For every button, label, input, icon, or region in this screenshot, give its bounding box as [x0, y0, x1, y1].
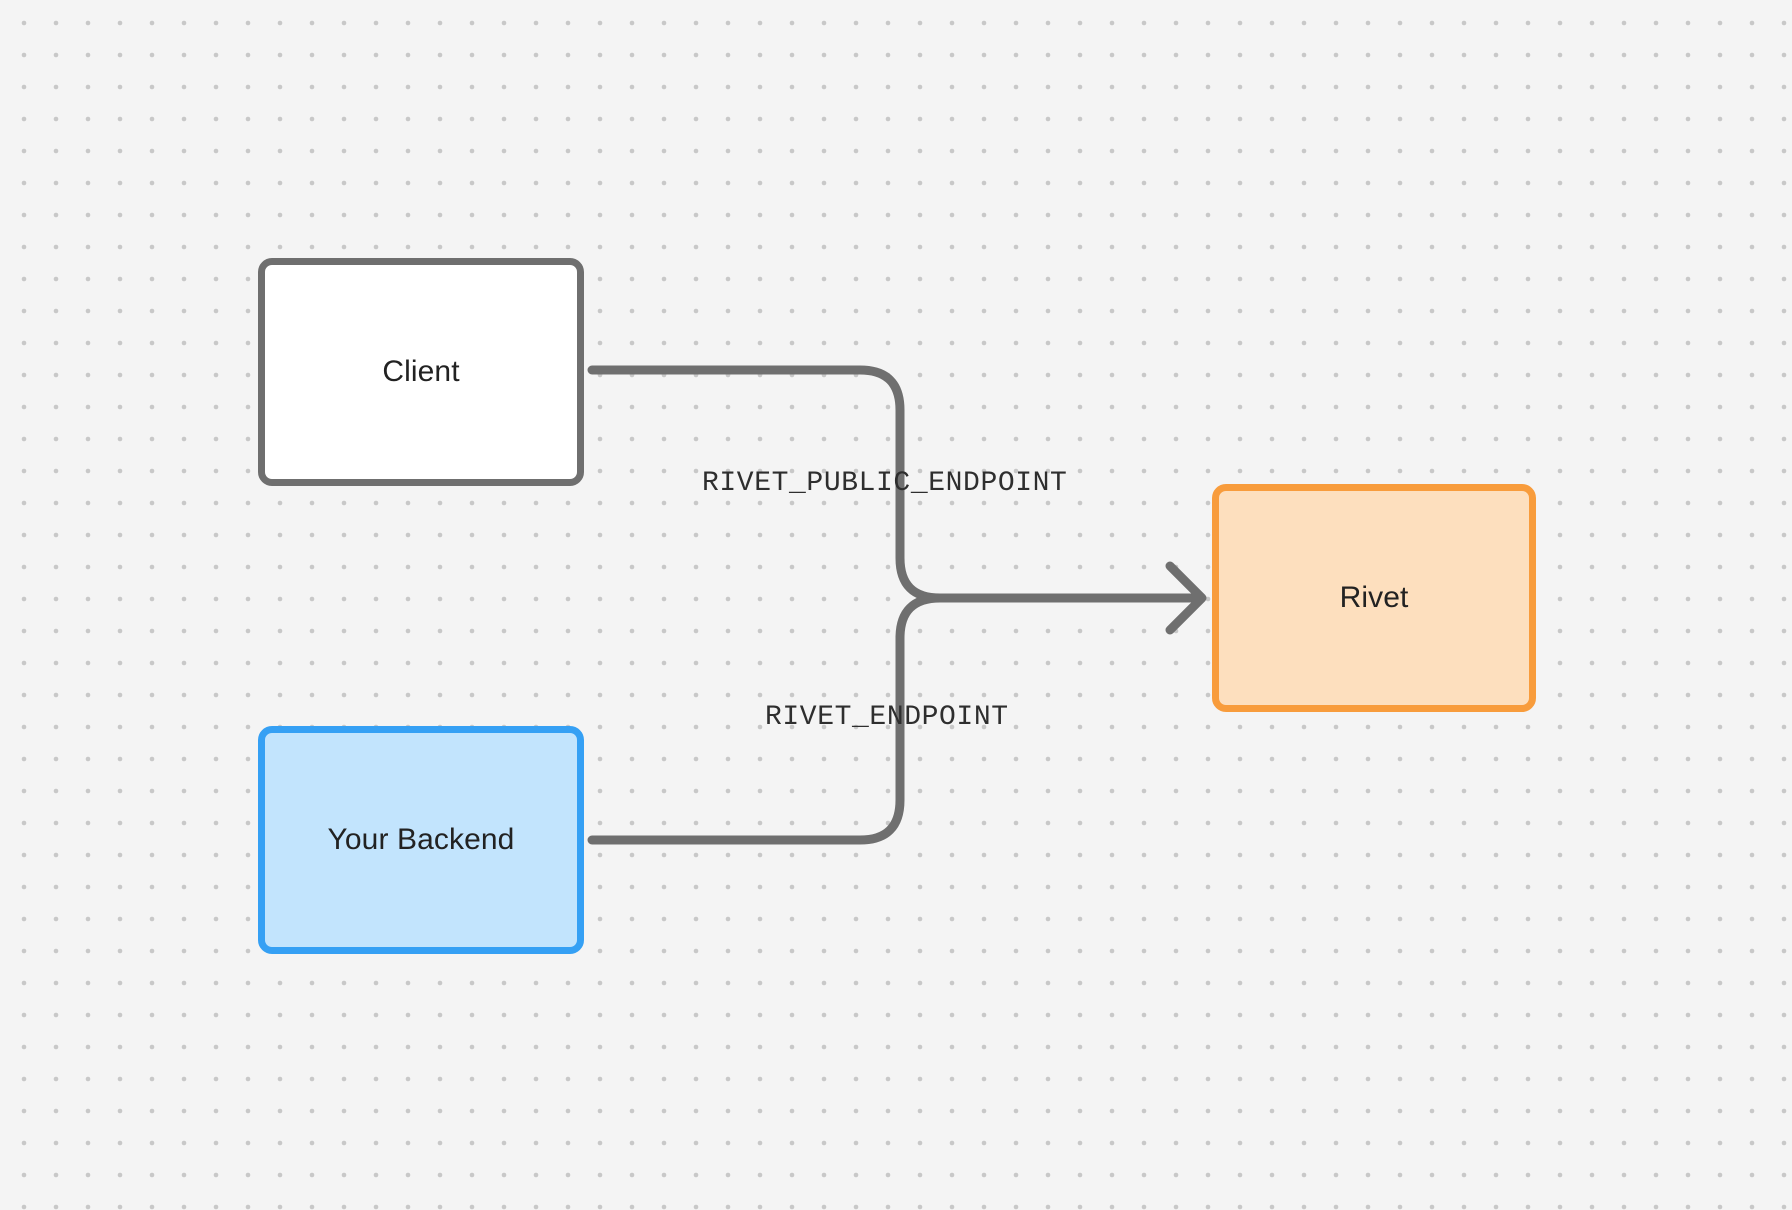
- edge-label-rivet-public-endpoint: RIVET_PUBLIC_ENDPOINT: [702, 468, 1068, 499]
- node-rivet-label: Rivet: [1339, 581, 1409, 614]
- node-rivet[interactable]: Rivet: [1212, 484, 1536, 712]
- node-your-backend-label: Your Backend: [327, 823, 515, 856]
- edge-label-rivet-endpoint: RIVET_ENDPOINT: [765, 702, 1009, 733]
- node-client[interactable]: Client: [258, 258, 584, 486]
- node-client-label: Client: [382, 355, 460, 388]
- arrowhead-icon: [1165, 561, 1207, 635]
- node-your-backend[interactable]: Your Backend: [258, 726, 584, 954]
